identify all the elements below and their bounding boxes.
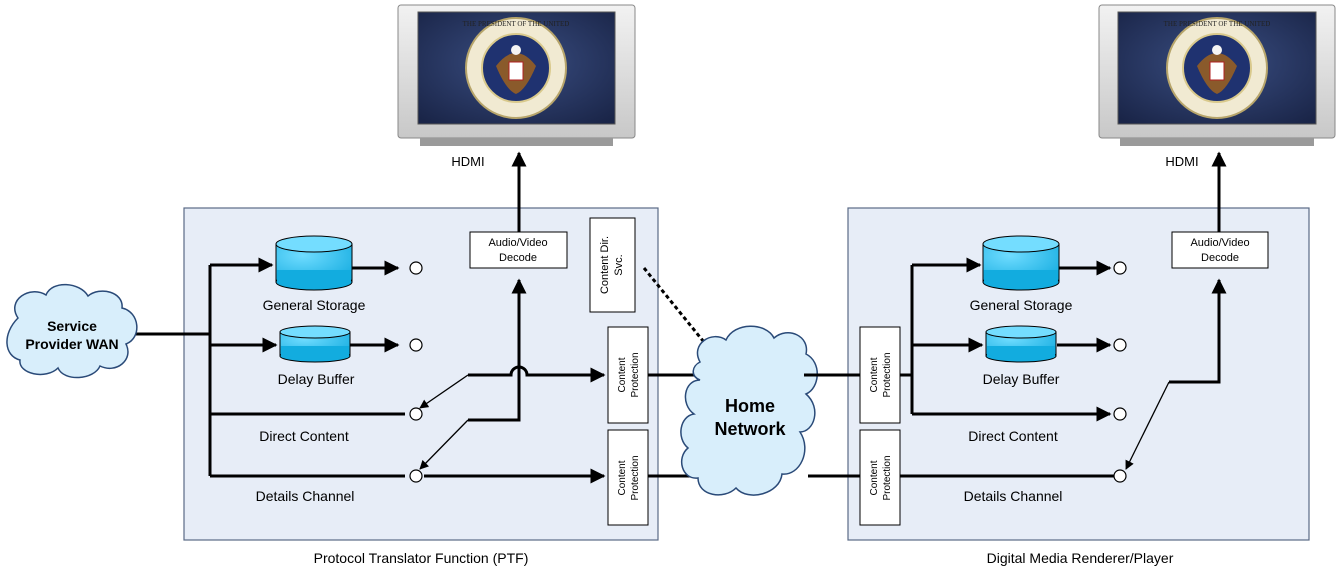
content-dir-svc-label-1: Content Dir.: [599, 236, 611, 294]
ptf-details-channel-label: Details Channel: [256, 488, 355, 504]
ptf-direct-content-label: Direct Content: [259, 428, 349, 444]
ptf-general-storage-label: General Storage: [263, 297, 366, 313]
dmr-av-decode-box: [1171, 231, 1269, 269]
dmr-direct-content-label: Direct Content: [968, 428, 1058, 444]
dmr-storage-output-node: [1113, 261, 1127, 275]
presidential-seal-icon: THE PRESIDENT OF THE UNITED: [1164, 17, 1271, 119]
hdmi-label-left: HDMI: [451, 154, 484, 169]
ptf-general-storage-cylinder: [275, 235, 353, 291]
dmr-details-node: [1113, 469, 1127, 483]
ptf-cp-top-label-1: Content: [617, 357, 628, 392]
dmr-details-channel-label: Details Channel: [964, 488, 1063, 504]
ptf-storage-output-node: [409, 261, 423, 275]
content-dir-svc-box: [589, 217, 636, 313]
dmr-delay-buffer-cylinder: [985, 325, 1057, 363]
ptf-buffer-output-node: [409, 338, 423, 352]
tv-left: THE PRESIDENT OF THE UNITED: [397, 4, 636, 146]
home-cloud-label-1: Home: [725, 396, 775, 416]
seal-text: THE PRESIDENT OF THE UNITED: [1164, 20, 1271, 28]
dmr-content-protection-bottom: [859, 429, 901, 526]
ptf-cp-top-label-2: Protection: [630, 352, 641, 397]
ptf-content-protection-top: [607, 326, 649, 424]
dmr-cp-top-label-2: Protection: [882, 352, 893, 397]
home-network-cloud: Home Network: [680, 325, 818, 496]
hdmi-label-right: HDMI: [1165, 154, 1198, 169]
ptf-delay-buffer-cylinder: [279, 325, 351, 363]
dmr-direct-node: [1113, 407, 1127, 421]
ptf-av-decode-label-2: Decode: [499, 252, 537, 264]
wan-cloud-label-2: Provider WAN: [25, 336, 118, 352]
dmr-buffer-output-node: [1113, 338, 1127, 352]
ptf-cp-bottom-label-2: Protection: [630, 455, 641, 500]
ptf-cp-bottom-label-1: Content: [617, 460, 628, 495]
dmr-av-decode-label-1: Audio/Video: [1190, 237, 1249, 249]
content-dir-svc-label-2: Svc.: [613, 254, 625, 275]
presidential-seal-icon: THE PRESIDENT OF THE UNITED: [463, 17, 570, 119]
wan-cloud-label-1: Service: [47, 318, 97, 334]
dmr-av-decode-label-2: Decode: [1201, 252, 1239, 264]
ptf-av-decode-label-1: Audio/Video: [488, 237, 547, 249]
dmr-delay-buffer-label: Delay Buffer: [983, 371, 1060, 387]
dmr-cp-bottom-label-2: Protection: [882, 455, 893, 500]
dmr-general-storage-label: General Storage: [970, 297, 1073, 313]
dmr-wiring: [804, 151, 1227, 478]
dmr-general-storage-cylinder: [982, 235, 1060, 291]
dmr-cp-top-label-1: Content: [869, 357, 880, 392]
ptf-av-decode-box: [469, 231, 568, 269]
seal-text: THE PRESIDENT OF THE UNITED: [463, 20, 570, 28]
dmr-title: Digital Media Renderer/Player: [987, 550, 1174, 566]
ptf-direct-node: [409, 407, 423, 421]
home-cloud-label-2: Network: [714, 419, 786, 439]
ptf-delay-buffer-label: Delay Buffer: [278, 371, 355, 387]
ptf-wiring: [128, 151, 714, 484]
ptf-content-protection-bottom: [607, 429, 649, 526]
ptf-title: Protocol Translator Function (PTF): [314, 550, 529, 566]
tv-right: THE PRESIDENT OF THE UNITED: [1098, 4, 1336, 146]
ptf-details-node: [409, 469, 423, 483]
dmr-cp-bottom-label-1: Content: [869, 460, 880, 495]
service-provider-wan-cloud: Service Provider WAN: [6, 283, 138, 379]
dmr-content-protection-top: [859, 326, 901, 424]
